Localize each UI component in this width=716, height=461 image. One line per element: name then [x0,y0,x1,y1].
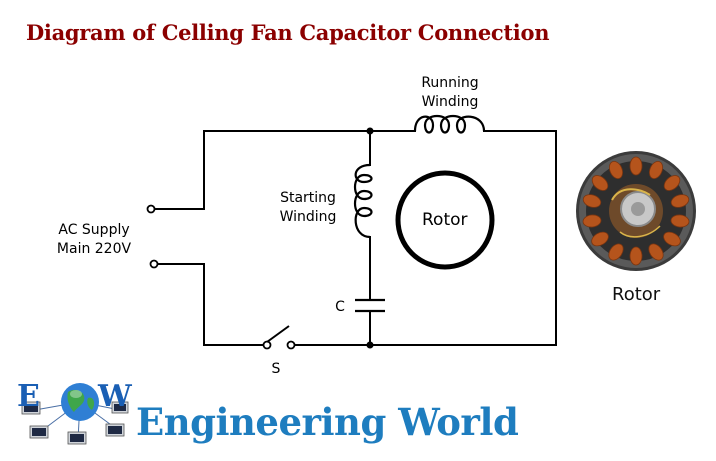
switch-label: S [271,361,281,377]
switch-blade [266,325,290,343]
starting-winding-label-line1: Starting [280,190,336,206]
starting-winding-coil [353,163,373,239]
junction-dot-bottom [366,341,374,349]
brand-name: Engineering World [136,400,519,444]
logo-graphic: E W [17,379,133,445]
starting-winding-label-line2: Winding [279,209,337,225]
rotor-photo [576,151,696,271]
junction-dot-top [366,127,374,135]
supply-terminal-top [146,204,156,214]
capacitor-label: C [335,299,345,315]
running-winding-label-line2: Winding [421,94,479,110]
rotor-photo-label: Rotor [612,284,661,305]
running-winding-label: Running Winding [408,74,492,112]
supply-terminal-bottom [149,259,159,269]
running-winding-coil [413,114,486,134]
ac-supply-label: AC Supply Main 220V [46,221,142,259]
logo-letter-e: E [17,379,40,414]
ac-supply-label-line2: Main 220V [56,241,132,257]
ac-supply-label-line1: AC Supply [58,222,130,238]
running-winding-label-line1: Running [421,75,479,91]
logo-letter-w: W [97,379,133,414]
rotor-circle [395,170,495,270]
switch-terminal-right [286,340,296,350]
rotor-label: Rotor [422,210,468,230]
starting-winding-label: Starting Winding [270,189,346,227]
switch-terminal-left [262,340,272,350]
diagram-title: Diagram of Celling Fan Capacitor Connect… [26,20,550,45]
